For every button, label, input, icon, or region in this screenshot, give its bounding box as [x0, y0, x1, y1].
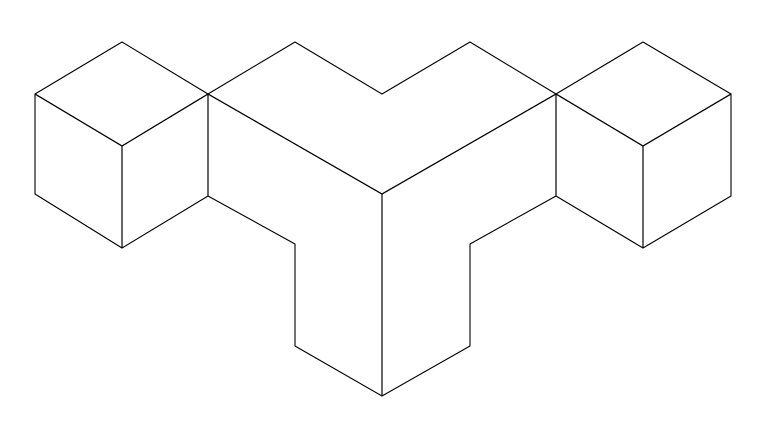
right-cube: [555, 41, 732, 249]
center-block-right-face: [381, 93, 557, 397]
left-cube: [34, 41, 209, 249]
center-block-top-face: [207, 41, 557, 195]
center-y-block: [207, 41, 557, 397]
left-cube-top-face: [34, 41, 209, 147]
center-block-left-face: [207, 93, 383, 397]
left-cube-front-face: [34, 93, 123, 249]
left-cube-side-face: [121, 93, 209, 249]
right-cube-side-face: [642, 93, 732, 249]
right-cube-top-face: [555, 41, 732, 147]
right-cube-front-face: [555, 93, 644, 249]
